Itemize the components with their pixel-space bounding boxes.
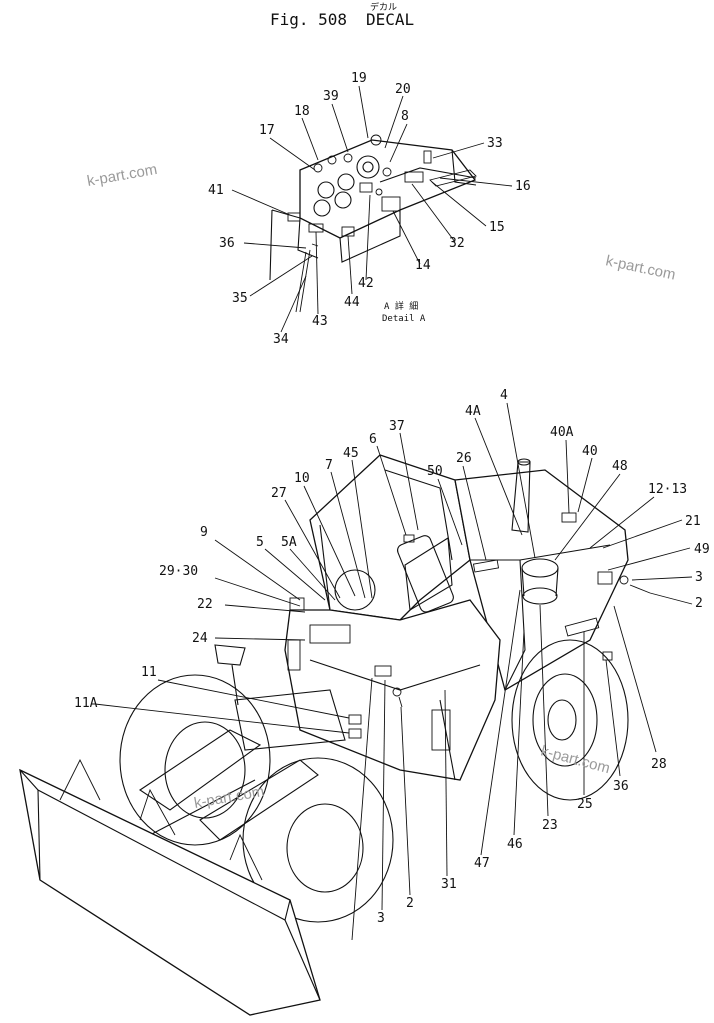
callout-29-30: 29·30 — [159, 564, 198, 579]
detail-leaders — [231, 85, 513, 333]
callout-47: 47 — [474, 856, 490, 871]
detail-callouts: 19 20 39 18 8 17 33 16 41 15 32 36 14 42… — [208, 71, 531, 347]
main-callouts: 37 4 4A 40A 40 45 6 26 48 7 12·13 27 10 … — [74, 388, 710, 926]
callout-2: 2 — [695, 596, 703, 611]
callout-21: 21 — [685, 514, 701, 529]
callout-7: 7 — [325, 458, 333, 473]
callout-36: 36 — [219, 236, 235, 251]
callout-3: 3 — [695, 570, 703, 585]
callout-6: 6 — [369, 432, 377, 447]
callout-33: 33 — [487, 136, 503, 151]
watermark-2: k-part.com — [604, 252, 677, 283]
callout-19: 19 — [351, 71, 367, 86]
watermark-3: k-part.com — [539, 742, 612, 777]
callout-41: 41 — [208, 183, 224, 198]
callout-16: 16 — [515, 179, 531, 194]
katakana-reading: デカル — [370, 1, 397, 13]
callout-18: 18 — [294, 104, 310, 119]
callout-11a: 11A — [74, 696, 98, 711]
callout-20: 20 — [395, 82, 411, 97]
callout-3b: 3 — [377, 911, 385, 926]
callout-5a: 5A — [281, 535, 297, 550]
callout-5: 5 — [256, 535, 264, 550]
callout-43: 43 — [312, 314, 328, 329]
callout-11: 11 — [141, 665, 157, 680]
callout-2b: 2 — [406, 896, 414, 911]
callout-46: 46 — [507, 837, 523, 852]
bulldozer-drawing — [19, 454, 651, 1016]
main-leaders — [94, 402, 693, 941]
callout-14: 14 — [415, 258, 431, 273]
callout-4: 4 — [500, 388, 508, 403]
callout-49: 49 — [694, 542, 710, 557]
callout-22: 22 — [197, 597, 213, 612]
callout-9: 9 — [200, 525, 208, 540]
detail-a-dashboard — [269, 134, 477, 313]
watermark-1: k-part.com — [86, 161, 159, 190]
callout-37: 37 — [389, 419, 405, 434]
detail-caption-en: Detail A — [382, 314, 426, 324]
callout-36b: 36 — [613, 779, 629, 794]
callout-12-13: 12·13 — [648, 482, 687, 497]
callout-17: 17 — [259, 123, 275, 138]
callout-34: 34 — [273, 332, 289, 347]
figure-title: Fig. 508 — [270, 10, 347, 29]
callout-15: 15 — [489, 220, 505, 235]
callout-24: 24 — [192, 631, 208, 646]
decal-label: DECAL — [366, 10, 414, 29]
callout-4a: 4A — [465, 404, 481, 419]
callout-28: 28 — [651, 757, 667, 772]
callout-42: 42 — [358, 276, 374, 291]
callout-40: 40 — [582, 444, 598, 459]
callout-31: 31 — [441, 877, 457, 892]
watermark-4: k-part.com — [193, 783, 266, 812]
detail-caption-jp: A 詳 細 — [384, 300, 418, 312]
callout-27: 27 — [271, 486, 287, 501]
callout-23: 23 — [542, 818, 558, 833]
callout-45: 45 — [343, 446, 359, 461]
callout-48: 48 — [612, 459, 628, 474]
callout-40a: 40A — [550, 425, 574, 440]
callout-25: 25 — [577, 797, 593, 812]
callout-50: 50 — [427, 464, 443, 479]
callout-10: 10 — [294, 471, 310, 486]
callout-39: 39 — [323, 89, 339, 104]
callout-35: 35 — [232, 291, 248, 306]
callout-44: 44 — [344, 295, 360, 310]
callout-32: 32 — [449, 236, 465, 251]
callout-8: 8 — [401, 109, 409, 124]
callout-26: 26 — [456, 451, 472, 466]
